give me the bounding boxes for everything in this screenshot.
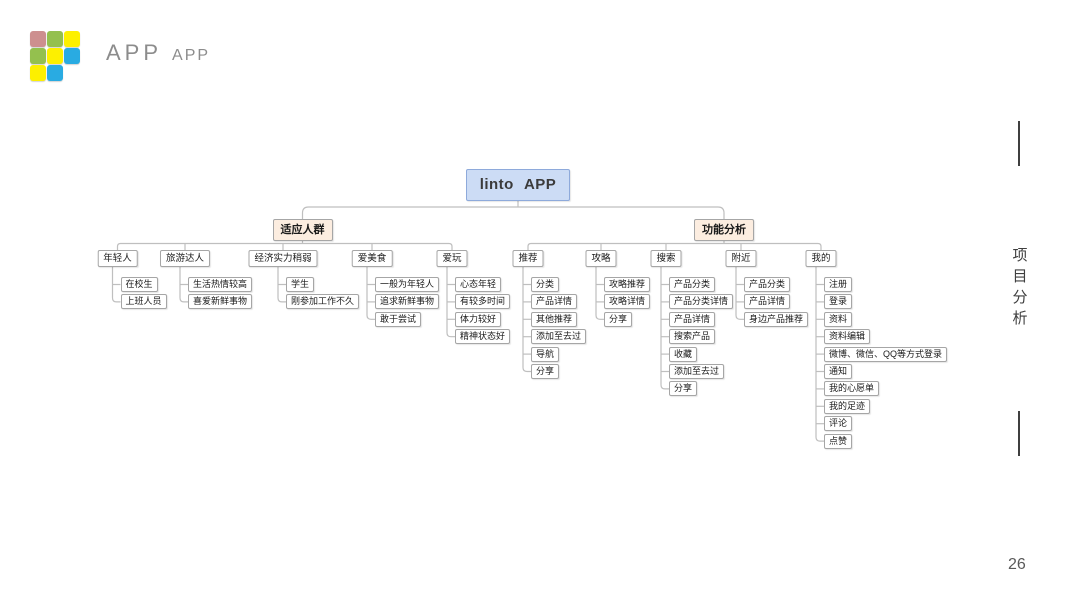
mindmap-topic-node: 爱美食 [351,250,393,267]
mindmap-leaf-node: 身边产品推荐 [744,311,809,327]
mindmap-topic-node: 推荐 [512,250,544,267]
mindmap-leaf-node: 攻略推荐 [604,277,651,292]
mindmap-topic-node: 搜索 [650,250,682,267]
logo-square [47,48,63,64]
mindmap-leaf-node: 有较多时间 [455,294,511,310]
mindmap-leaf-node: 导航 [531,346,560,362]
mindmap-leaf-node: 分类 [531,277,560,292]
mindmap-leaf-node: 添加至去过 [531,329,587,345]
logo-square [64,31,80,47]
mindmap-leaf-node: 追求新鲜事物 [375,294,440,310]
rail-bottom-bar [1018,411,1020,456]
mindmap-leaf-node: 收藏 [669,346,698,362]
mindmap-leaf-node: 微博、微信、QQ等方式登录 [824,346,948,362]
mindmap-topic-node: 攻略 [585,250,617,267]
page-number: 26 [1008,556,1026,573]
mindmap-leaf-node: 产品详情 [744,294,791,310]
mindmap-leaf-node: 登录 [824,294,853,310]
mindmap-leaf-node: 产品分类详情 [669,294,734,310]
mindmap-leaf-node: 敢于尝试 [375,311,422,327]
page-subtitle: APP [172,47,211,64]
mindmap-leaf-node: 我的足迹 [824,398,871,414]
mindmap-leaf-node: 点赞 [824,433,853,449]
mindmap-leaf-node: 评论 [824,416,853,432]
mindmap-branch-node: 功能分析 [694,219,754,241]
mindmap-leaf-node: 心态年轻 [455,277,502,292]
page-title: APP [106,40,163,65]
mindmap-leaf-node: 刚参加工作不久 [286,294,360,310]
mindmap-topic-node: 我的 [805,250,837,267]
mindmap-leaf-node: 分享 [669,381,698,397]
mindmap-leaf-node: 搜索产品 [669,329,716,345]
mindmap-leaf-node: 其他推荐 [531,311,578,327]
mindmap-leaf-node: 一般为年轻人 [375,277,440,292]
side-rail: 项目分析 [1004,121,1034,456]
mindmap-branch-node: 适应人群 [272,219,333,241]
slide-header: APP APP [106,40,210,66]
mindmap-topic-node: 旅游达人 [159,250,211,267]
mindmap-leaf-node: 资料 [824,311,853,327]
mindmap-root-node: linto APP [466,169,570,201]
mindmap-leaf-node: 分享 [604,311,633,327]
rail-top-bar [1018,121,1020,166]
mindmap-leaf-node: 产品分类 [669,277,716,292]
logo-square [64,48,80,64]
mindmap-leaf-node: 分享 [531,364,560,379]
mindmap-topic-node: 经济实力稍弱 [248,250,318,267]
mindmap-topic-node: 附近 [725,250,757,267]
mindmap-leaf-node: 生活热情较高 [188,277,253,292]
mindmap-leaf-node: 产品详情 [531,294,578,310]
logo-square [30,65,46,81]
logo-square [30,48,46,64]
mindmap-leaf-node: 产品分类 [744,277,791,292]
logo-square [47,65,63,81]
mindmap-leaf-node: 添加至去过 [669,364,725,379]
logo-square [30,31,46,47]
mindmap-leaf-node: 上班人员 [120,294,167,310]
mindmap-leaf-node: 资料编辑 [824,329,871,345]
mindmap-leaf-node: 精神状态好 [455,329,511,345]
mindmap-leaf-node: 注册 [824,277,853,292]
mindmap-leaf-node: 我的心愿单 [824,381,880,397]
mindmap-leaf-node: 攻略详情 [604,294,651,310]
mindmap-leaf-node: 学生 [286,277,315,292]
logo-square [47,31,63,47]
mindmap-topic-node: 年轻人 [97,250,138,267]
mindmap-leaf-node: 在校生 [120,277,158,292]
mindmap-topic-node: 爱玩 [436,250,468,267]
section-label: 项目分析 [1010,246,1028,331]
mindmap-leaf-node: 体力较好 [455,311,502,327]
mindmap-leaf-node: 通知 [824,364,853,379]
mindmap-leaf-node: 产品详情 [669,311,716,327]
app-logo [30,31,82,83]
mindmap-leaf-node: 喜爱新鲜事物 [188,294,253,310]
